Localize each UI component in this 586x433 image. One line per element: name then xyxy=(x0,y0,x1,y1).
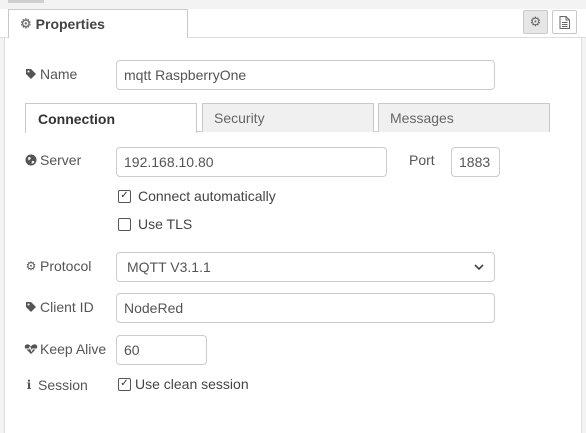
left-border xyxy=(0,38,5,433)
name-label: Name xyxy=(24,64,77,84)
port-input[interactable]: 1883 xyxy=(451,147,500,177)
use-tls-checkbox[interactable] xyxy=(118,217,131,231)
header-divider xyxy=(0,37,586,38)
gear-icon: ⚙ xyxy=(529,14,542,29)
protocol-select[interactable]: MQTT V3.1.1 xyxy=(116,252,495,282)
heartbeat-icon xyxy=(24,343,38,355)
active-tab-gap xyxy=(26,131,196,132)
keep-alive-input[interactable]: 60 xyxy=(116,335,207,365)
chevron-down-icon xyxy=(474,264,484,270)
connect-automatically-row[interactable]: ✓ Connect automatically xyxy=(118,188,276,204)
gear-icon: ⚙ xyxy=(25,259,37,273)
tag-icon xyxy=(24,68,38,80)
tab-security[interactable]: Security xyxy=(202,103,374,132)
name-input[interactable]: mqtt RaspberryOne xyxy=(116,60,495,90)
client-id-input[interactable]: NodeRed xyxy=(116,293,495,323)
tab-messages[interactable]: Messages xyxy=(378,103,550,132)
clean-session-checkbox[interactable]: ✓ xyxy=(118,377,131,391)
tab-connection[interactable]: Connection xyxy=(25,103,197,133)
clean-session-row[interactable]: ✓ Use clean session xyxy=(118,376,249,392)
connect-automatically-checkbox[interactable]: ✓ xyxy=(118,189,131,203)
server-input[interactable]: 192.168.10.80 xyxy=(116,147,387,177)
tag-icon xyxy=(24,301,38,313)
port-label: Port xyxy=(409,152,435,168)
settings-button[interactable]: ⚙ xyxy=(523,10,548,34)
document-icon xyxy=(559,15,570,29)
server-label: Server xyxy=(24,150,81,170)
tab-properties-label: Properties xyxy=(35,16,105,32)
client-id-label: Client ID xyxy=(24,297,94,317)
info-icon: i xyxy=(26,378,32,392)
description-button[interactable] xyxy=(552,10,577,34)
gear-icon: ⚙ xyxy=(20,16,32,31)
keep-alive-label: Keep Alive xyxy=(24,339,106,359)
top-strip-stub xyxy=(8,0,44,3)
session-label: i Session xyxy=(22,375,88,395)
right-border xyxy=(581,38,586,433)
top-strip xyxy=(0,0,586,9)
tab-properties[interactable]: ⚙ Properties xyxy=(8,9,188,38)
globe-icon xyxy=(24,154,38,166)
protocol-label: ⚙ Protocol xyxy=(25,258,92,274)
use-tls-row[interactable]: Use TLS xyxy=(118,216,192,232)
